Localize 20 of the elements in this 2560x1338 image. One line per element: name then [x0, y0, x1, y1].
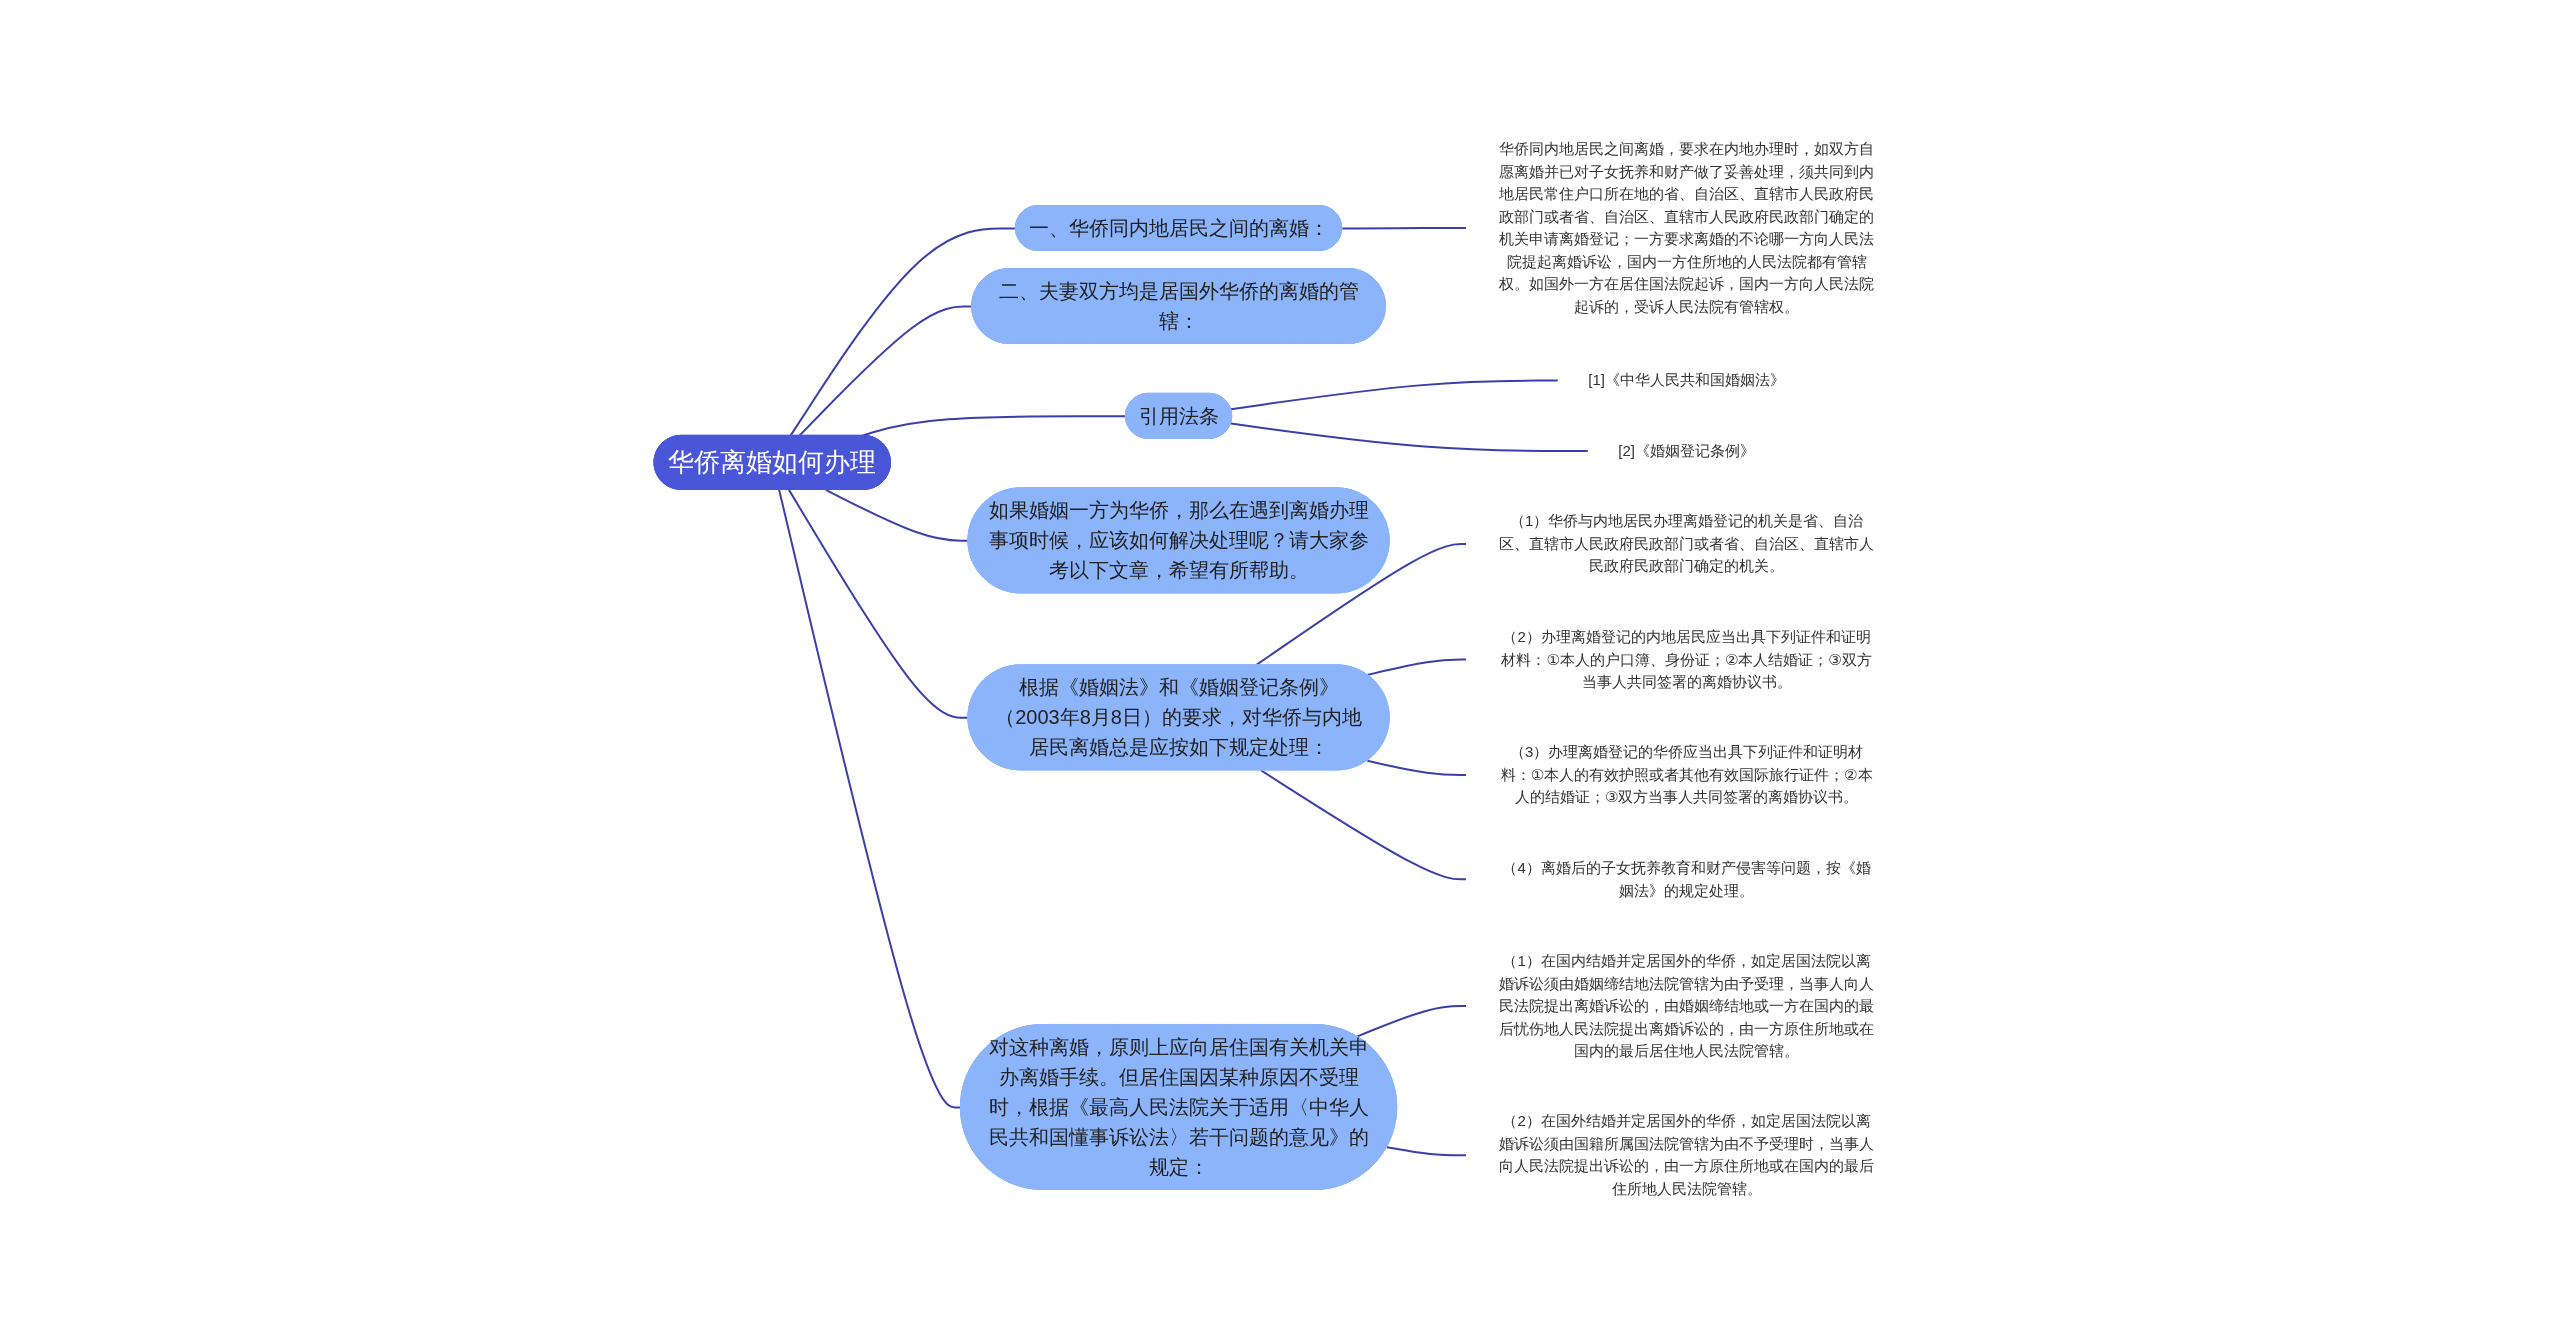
node-text: （4）离婚后的子女抚养教育和财产侵害等问题，按《婚姻法》的规定处理。 [1502, 858, 1871, 899]
node-text: （1）华侨与内地居民办理离婚登记的机关是省、自治区、直辖市人民政府民政部门或者省、自治区、直辖市人民政府民政部门确定的机关。 [1498, 512, 1874, 575]
connector [1229, 379, 1559, 410]
connector [1366, 658, 1468, 676]
connector [1385, 1146, 1468, 1157]
connector [797, 305, 973, 437]
connector [1229, 422, 1589, 452]
node-text: （2）办理离婚登记的内地居民应当出具下列证件和证明材料：①本人的户口簿、身份证；②本人结婚证；③双方当事人共同签署的离婚协议书。 [1501, 627, 1872, 690]
connector [1366, 759, 1468, 776]
node-text: （1）在国内结婚并定居国外的华侨，如定居国法院以离婚诉讼须由婚姻缔结地法院管辖为由予受理，当事人向人民法院提出离婚诉讼的，由婚姻缔结地或一方在国内的最后忧伤地人民法院提出离婚诉讼的，由一方原住所地或在国内的最后居住地人民法院管辖。 [1498, 951, 1874, 1059]
node-text: 华侨同内地居民之间离婚，要求在内地办理时，如双方自愿离婚并已对子女抚养和财产做了妥善处理，须共同到内地居民常住户口所在地的省、自治区、直辖市人民政府民政部门或者省、自治区、直辖市人民政府民政部门确定的机关申请离婚登记；一方要求离婚的不论哪一方向人民法院提起离婚诉讼，国内一方住所地的人民法院都有管辖权。如国外一方在居住国法院起诉，国内一方向人民法院起诉的，受诉人民法院有管辖权。 [1498, 139, 1874, 315]
node-text: [1]《中华人民共和国婚姻法》 [1587, 371, 1785, 389]
connector [1340, 226, 1468, 230]
node-text: （3）办理离婚登记的华侨应当出具下列证件和证明材料：①本人的有效护照或者其他有效国际旅行证件；②本人的结婚证；③双方当事人共同签署的离婚协议书。 [1500, 743, 1873, 806]
connector [777, 488, 962, 1109]
node-text: [2]《婚姻登记条例》 [1617, 441, 1755, 459]
connector [789, 227, 1017, 437]
connector [1355, 1004, 1468, 1038]
connector [1259, 769, 1468, 881]
node-text: （2）在国外结婚并定居国外的华侨，如定居国法院以离婚诉讼须由国籍所属国法院管辖为由不予受理时，当事人向人民法院提出诉讼的，由一方原住所地或在国内的最后住所地人民法院管辖。 [1498, 1112, 1874, 1197]
